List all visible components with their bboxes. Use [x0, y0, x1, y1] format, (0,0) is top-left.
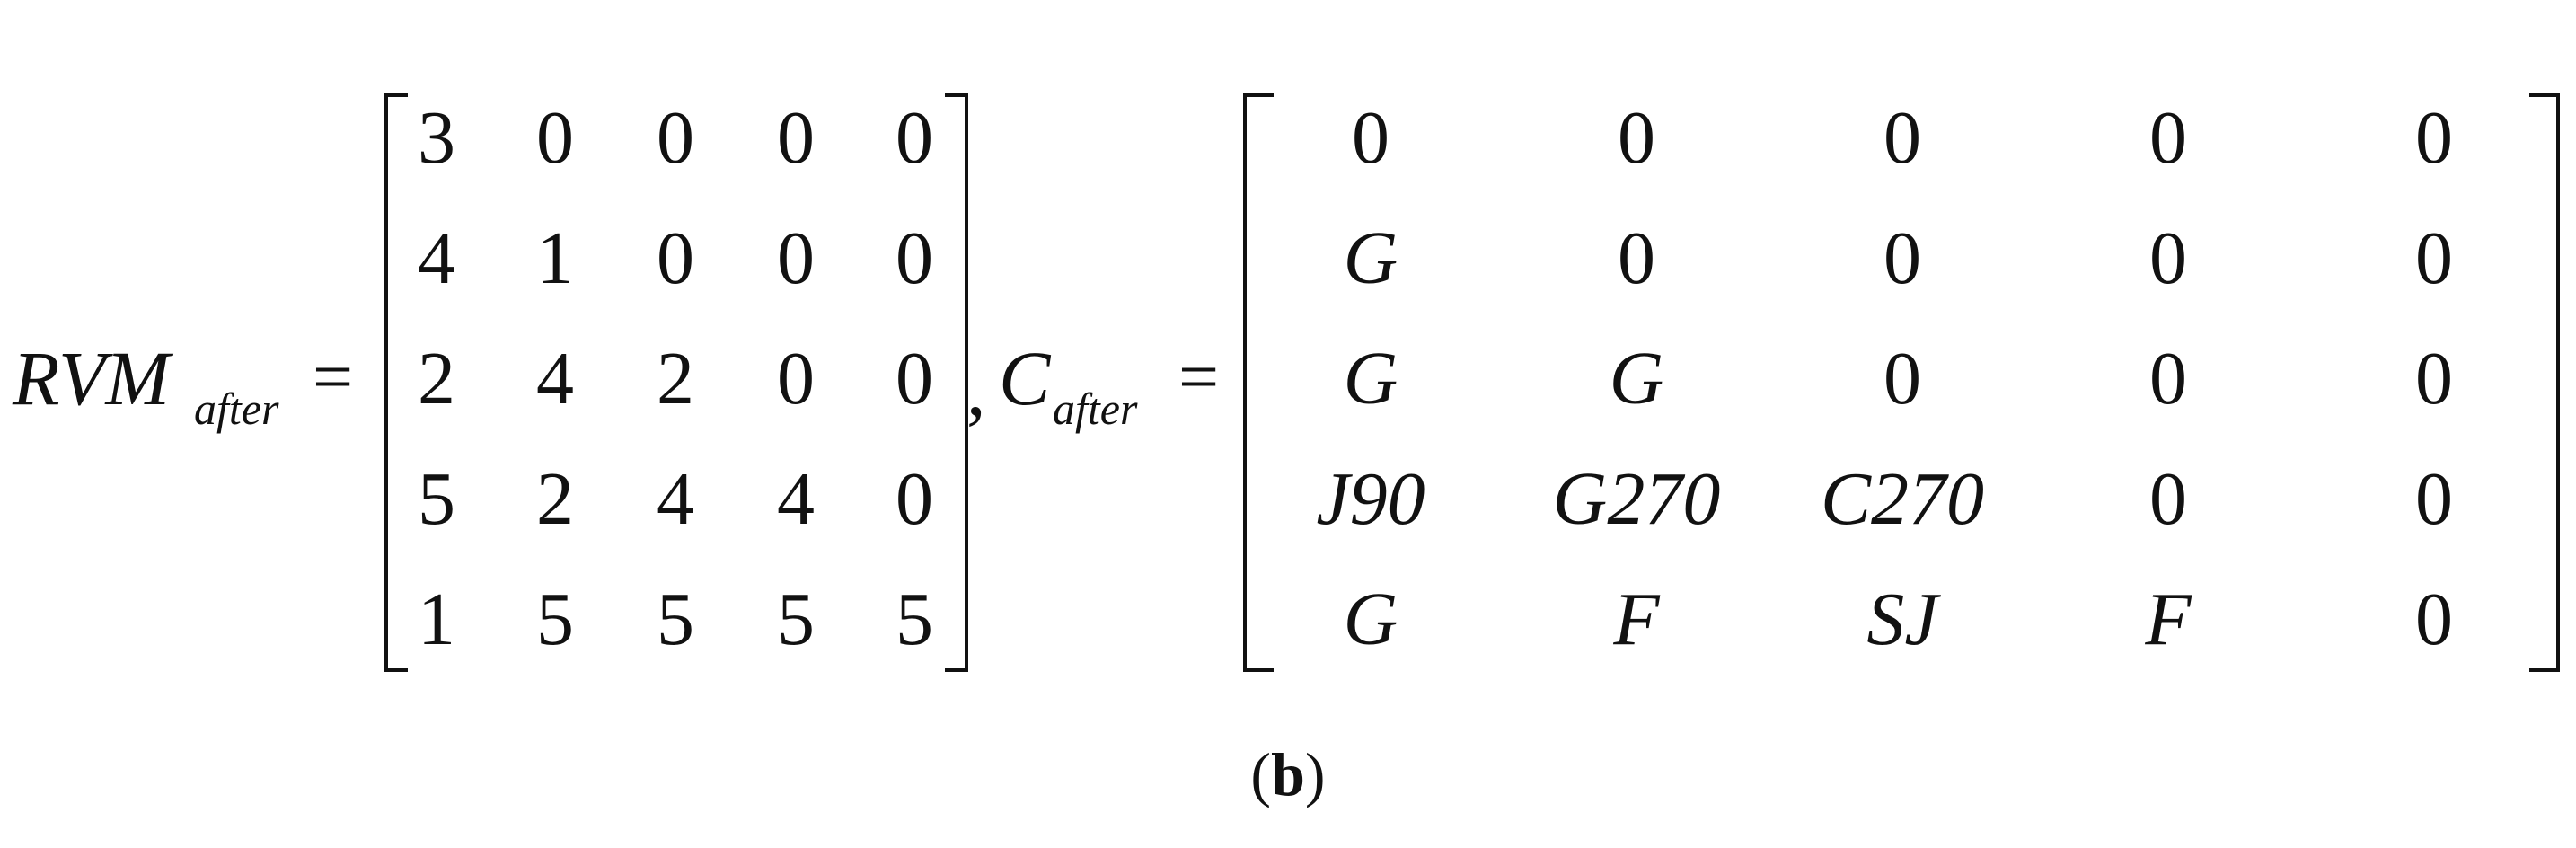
rvm-cell-r1-c5: 0 [895, 96, 933, 180]
c-cell-r4-c2: G270 [1552, 457, 1721, 541]
c-cell-r4-c1: J90 [1316, 457, 1425, 541]
rvm-cell-r4-c4: 4 [777, 457, 815, 541]
c-cell-r2-c4: 0 [2149, 216, 2187, 300]
rvm-cell-r4-c1: 5 [418, 457, 455, 541]
caption-close-paren: ) [1304, 740, 1326, 808]
c-cell-r4-c5: 0 [2415, 457, 2453, 541]
rvm-left-bracket [384, 93, 408, 672]
c-cell-r2-c1: G [1343, 216, 1398, 300]
rvm-cell-r4-c5: 0 [895, 457, 933, 541]
c-cell-r3-c5: 0 [2415, 337, 2453, 420]
rvm-cell-r4-c3: 4 [657, 457, 694, 541]
c-cell-r3-c4: 0 [2149, 337, 2187, 420]
c-cell-r1-c1: 0 [1352, 96, 1389, 180]
c-left-bracket [1243, 93, 1274, 672]
rvm-cell-r5-c4: 5 [777, 578, 815, 661]
equals-sign-2: = [1178, 338, 1220, 417]
rvm-cell-r1-c3: 0 [657, 96, 694, 180]
c-cell-r1-c2: 0 [1618, 96, 1655, 180]
rvm-right-bracket [945, 93, 968, 672]
c-cell-r2-c3: 0 [1883, 216, 1921, 300]
c-cell-r2-c2: 0 [1618, 216, 1655, 300]
caption-label: b [1271, 740, 1305, 808]
rvm-cell-r5-c1: 1 [418, 578, 455, 661]
figure-caption: (b) [1250, 744, 1325, 805]
rvm-cell-r3-c1: 2 [418, 337, 455, 420]
rvm-cell-r2-c2: 1 [536, 216, 574, 300]
rvm-cell-r5-c5: 5 [895, 578, 933, 661]
c-cell-r3-c3: 0 [1883, 337, 1921, 420]
rvm-cell-r3-c4: 0 [777, 337, 815, 420]
c-cell-r3-c1: G [1343, 337, 1398, 420]
c-symbol: C [999, 335, 1051, 421]
comma-separator: , [966, 346, 986, 432]
rvm-cell-r2-c5: 0 [895, 216, 933, 300]
rvm-cell-r1-c1: 3 [418, 96, 455, 180]
rvm-cell-r3-c3: 2 [657, 337, 694, 420]
c-cell-r1-c3: 0 [1883, 96, 1921, 180]
rvm-cell-r1-c2: 0 [536, 96, 574, 180]
c-subscript: after [1053, 384, 1138, 434]
equals-sign-1: = [313, 338, 354, 417]
rvm-cell-r2-c1: 4 [418, 216, 455, 300]
c-cell-r4-c3: C270 [1820, 457, 1985, 541]
rvm-subscript: after [194, 384, 279, 434]
rvm-cell-r2-c3: 0 [657, 216, 694, 300]
rvm-cell-r4-c2: 2 [536, 457, 574, 541]
rvm-symbol: RVM [13, 335, 171, 421]
c-cell-r1-c5: 0 [2415, 96, 2453, 180]
c-cell-r2-c5: 0 [2415, 216, 2453, 300]
c-right-bracket [2529, 93, 2560, 672]
c-cell-r4-c4: 0 [2149, 457, 2187, 541]
rvm-cell-r5-c2: 5 [536, 578, 574, 661]
caption-open-paren: ( [1250, 740, 1272, 808]
rvm-cell-r2-c4: 0 [777, 216, 815, 300]
c-cell-r5-c5: 0 [2415, 578, 2453, 661]
rvm-cell-r3-c2: 4 [536, 337, 574, 420]
c-cell-r5-c1: G [1343, 578, 1398, 661]
c-cell-r3-c2: G [1609, 337, 1664, 420]
rvm-cell-r1-c4: 0 [777, 96, 815, 180]
c-cell-r5-c4: F [2145, 578, 2192, 661]
c-cell-r5-c2: F [1613, 578, 1660, 661]
c-cell-r1-c4: 0 [2149, 96, 2187, 180]
c-cell-r5-c3: SJ [1866, 578, 1938, 661]
rvm-cell-r5-c3: 5 [657, 578, 694, 661]
rvm-cell-r3-c5: 0 [895, 337, 933, 420]
